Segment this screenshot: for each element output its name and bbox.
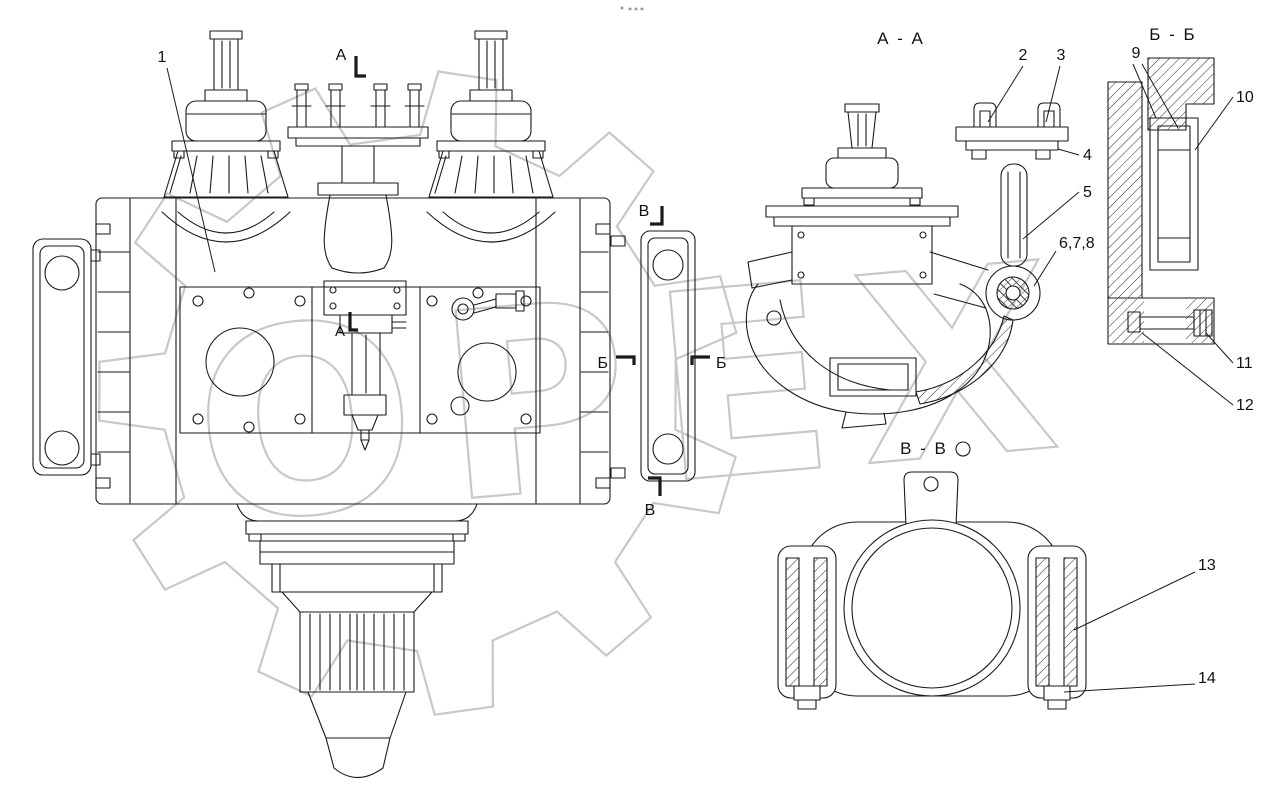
callout-13: 13 [1198,557,1216,574]
control-valve-assembly [323,280,407,451]
front-cover-plate [179,286,541,434]
right-cylinder-assembly [426,30,556,243]
callout-10: 10 [1236,89,1254,106]
leader-4 [1057,148,1080,156]
leader-678 [1033,250,1057,287]
section-title-vv: В - В [900,439,948,458]
output-shaft-assembly [236,503,478,779]
leader-10 [1194,96,1234,151]
center-mount-bracket [287,83,429,274]
top-bracket [955,102,1069,160]
callout-678: 6,7,8 [1059,235,1095,252]
yoke-top-tab [903,471,959,527]
callout-4: 4 [1083,147,1092,164]
section-bb-view [1107,57,1215,345]
left-clamp-section [785,557,828,710]
section-title-aa: А - А [877,29,925,48]
page-artifact [620,6,644,11]
leader-2 [987,65,1024,123]
side-port-fitting [451,290,525,321]
section-title-bb: Б - Б [1149,25,1196,44]
callout-11: 11 [1236,355,1253,372]
callout-1: 1 [158,49,167,66]
leader-12 [1141,332,1234,406]
cut-mark-v-bottom [648,476,662,496]
cut-letter-a-top: А [336,47,347,64]
cut-letter-a-inner: А [335,323,345,340]
callout-5: 5 [1083,184,1092,201]
leader-1 [166,67,216,273]
left-cylinder-assembly [161,30,291,243]
callout-2: 2 [1019,47,1028,64]
leader-5 [1022,191,1080,240]
cut-mark-a-top [354,56,366,78]
leader-9b [1141,63,1179,129]
cut-mark-b-right [690,355,710,365]
leader-13 [1073,571,1196,631]
callout-14: 14 [1198,670,1216,687]
section-vv-view [777,471,1087,710]
gearbox-body [95,197,611,505]
cut-letter-v-bottom: В [645,502,656,519]
link-rod [1000,163,1028,267]
left-side-flange [32,238,101,476]
detail-circle-vv [955,441,971,457]
bearing-sleeve [1149,117,1199,271]
callout-9: 9 [1132,45,1141,62]
right-clamp-section [1035,557,1078,710]
cut-letter-b-right: Б [716,355,727,372]
main-view [32,30,696,779]
clamp-bolt [1127,309,1213,337]
cut-mark-a-inner [348,312,358,332]
cut-letter-v-top: В [639,203,650,220]
section-aa-view [745,102,1069,429]
callout-12: 12 [1236,397,1254,414]
cut-mark-v-top [650,206,664,226]
cut-mark-b-left [616,355,636,365]
leader-11 [1205,332,1234,364]
leader-14 [1063,683,1196,693]
gear-watermark-icon [98,70,738,716]
annotations: 1 2 3 4 5 6,7,8 9 10 11 12 13 14 А А В В… [158,25,1254,693]
leader-3 [1045,65,1061,123]
leader-9a [1132,63,1157,119]
cut-letter-b-left: Б [598,355,609,372]
callout-3: 3 [1057,47,1066,64]
